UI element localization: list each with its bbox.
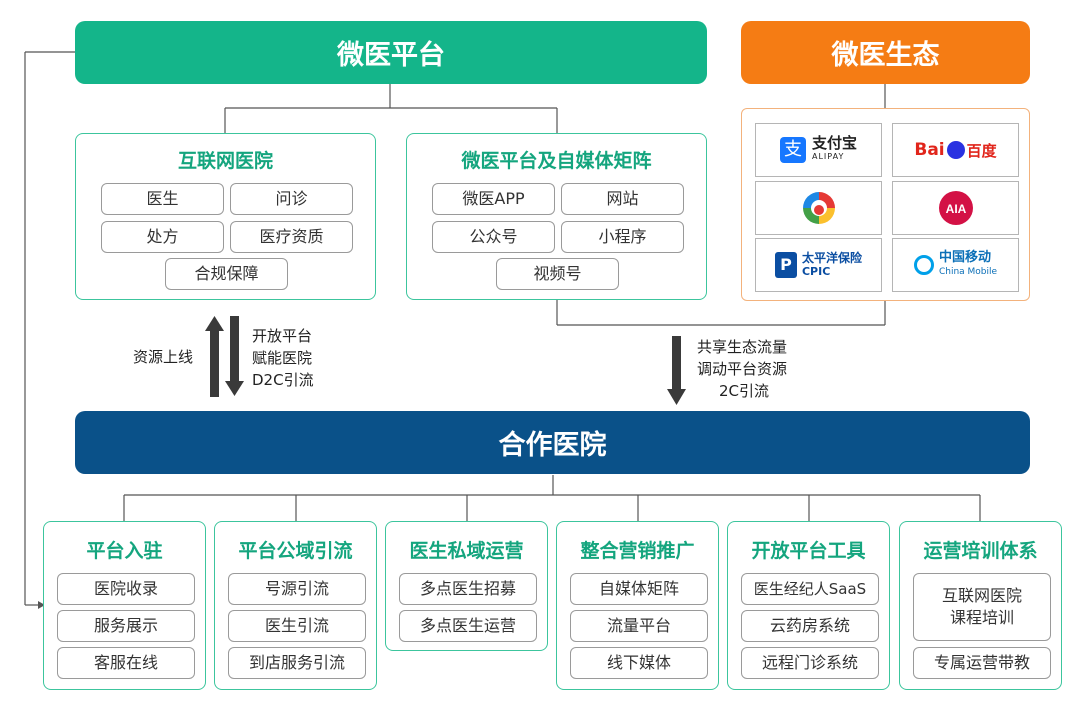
china-mobile-icon [913, 255, 934, 275]
pill-compliance: 合规保障 [165, 258, 288, 290]
internet-hospital-title: 互联网医院 [177, 150, 273, 172]
service-item: 到店服务引流 [228, 647, 366, 679]
china-mobile-sub: China Mobile [938, 267, 998, 277]
media-matrix-title: 微医平台及自媒体矩阵 [461, 150, 652, 172]
service-item: 号源引流 [228, 573, 366, 605]
pill-prescription: 处方 [101, 221, 224, 253]
service-item: 多点医生招募 [399, 573, 537, 605]
cpic-icon: P [774, 252, 797, 278]
pill-video-account: 视频号 [496, 258, 619, 290]
service-title: 运营培训体系 [923, 540, 1038, 562]
service-item: 远程门诊系统 [741, 647, 879, 679]
flow-label-shared-traffic: 共享生态流量 [697, 338, 788, 356]
service-item: 医生引流 [228, 610, 366, 642]
service-card-public-traffic: 平台公域引流 号源引流 医生引流 到店服务引流 [214, 521, 377, 690]
ecosystem-partners-box: 支 支付宝 ALIPAY Bai 百度 AIA P 太平洋保险 CPI [741, 108, 1030, 301]
media-matrix-card: 微医平台及自媒体矩阵 微医APP 网站 公众号 小程序 视频号 [406, 133, 707, 300]
service-item: 自媒体矩阵 [570, 573, 708, 605]
alipay-sub: ALIPAY [811, 152, 845, 161]
service-item: 多点医生运营 [399, 610, 537, 642]
aia-name: AIA [945, 202, 966, 216]
service-item: 互联网医院 课程培训 [913, 573, 1051, 641]
internet-hospital-card: 互联网医院 医生 问诊 处方 医疗资质 合规保障 [75, 133, 376, 300]
partner-hospital-title: 合作医院 [498, 430, 607, 461]
baidu-name: 百度 [966, 141, 997, 160]
pill-mini-program: 小程序 [561, 221, 684, 253]
flow-label-2c: 2C引流 [719, 382, 770, 400]
service-card-integrated-marketing: 整合营销推广 自媒体矩阵 流量平台 线下媒体 [556, 521, 719, 690]
service-item: 服务展示 [57, 610, 195, 642]
service-item: 线下媒体 [570, 647, 708, 679]
service-item: 客服在线 [57, 647, 195, 679]
service-item: 医院收录 [57, 573, 195, 605]
colorful-circle-icon [802, 192, 835, 224]
flow-label-resource-online: 资源上线 [133, 348, 194, 366]
ecosystem-title: 微医生态 [831, 40, 940, 71]
baidu-brand: Bai [914, 140, 945, 160]
service-item: 医生经纪人SaaS [741, 573, 879, 605]
flow-label-d2c: D2C引流 [252, 371, 314, 389]
partner-hospital-banner: 合作医院 [75, 411, 1030, 474]
service-title: 开放平台工具 [751, 540, 866, 562]
service-item: 专属运营带教 [913, 647, 1051, 679]
pill-website: 网站 [561, 183, 684, 215]
service-item: 云药房系统 [741, 610, 879, 642]
service-item: 流量平台 [570, 610, 708, 642]
aia-icon: AIA [938, 191, 973, 225]
alipay-icon: 支 [779, 137, 806, 163]
service-title: 整合营销推广 [580, 540, 695, 562]
pill-qualification: 医疗资质 [230, 221, 353, 253]
flow-label-open-platform: 开放平台 [252, 327, 313, 345]
flow-label-platform-resources: 调动平台资源 [697, 360, 788, 378]
service-title: 平台公域引流 [238, 540, 353, 562]
flow-label-empower-hospital: 赋能医院 [252, 349, 313, 367]
partner-aia: AIA [892, 181, 1019, 235]
partner-circle-logo [755, 181, 882, 235]
platform-banner: 微医平台 [75, 21, 707, 84]
service-card-private-operation: 医生私域运营 多点医生招募 多点医生运营 [385, 521, 548, 651]
china-mobile-name: 中国移动 [938, 250, 991, 265]
pill-doctor: 医生 [101, 183, 224, 215]
cpic-sub: CPIC [801, 265, 831, 278]
service-card-onboarding: 平台入驻 医院收录 服务展示 客服在线 [43, 521, 206, 690]
service-title: 医生私域运营 [409, 540, 524, 562]
partner-cpic: P 太平洋保险 CPIC [755, 238, 882, 292]
service-card-training: 运营培训体系 互联网医院 课程培训 专属运营带教 [899, 521, 1062, 690]
pill-consult: 问诊 [230, 183, 353, 215]
partner-china-mobile: 中国移动 China Mobile [892, 238, 1019, 292]
pill-official-account: 公众号 [432, 221, 555, 253]
pill-app: 微医APP [432, 183, 555, 215]
cpic-name: 太平洋保险 [801, 251, 862, 265]
partner-baidu: Bai 百度 [892, 123, 1019, 177]
platform-title: 微医平台 [337, 40, 445, 71]
baidu-paw-icon [946, 141, 965, 159]
alipay-name: 支付宝 [811, 134, 857, 152]
ecosystem-banner: 微医生态 [741, 21, 1030, 84]
service-title: 平台入驻 [86, 540, 163, 562]
partner-alipay: 支 支付宝 ALIPAY [755, 123, 882, 177]
service-card-open-tools: 开放平台工具 医生经纪人SaaS 云药房系统 远程门诊系统 [727, 521, 890, 690]
